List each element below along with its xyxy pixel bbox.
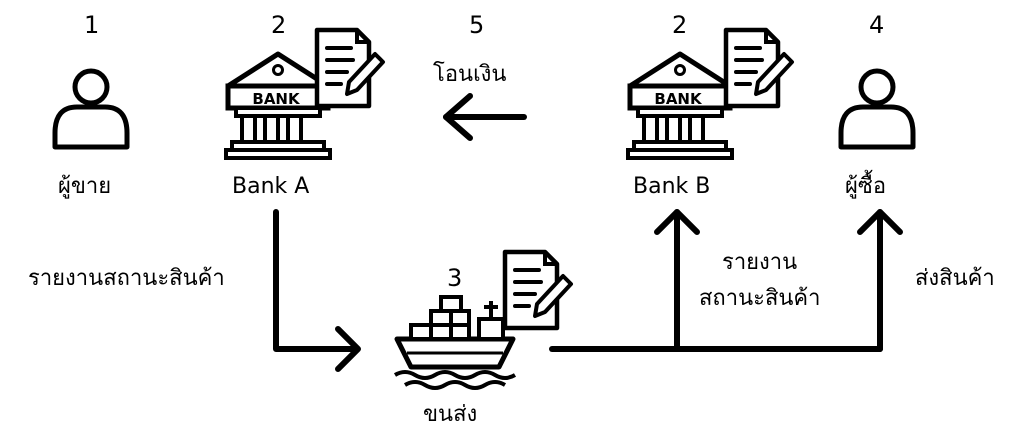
buyer-label: ผู้ซื้อ [845, 174, 887, 199]
step-number-bank-a: 2 [271, 11, 287, 39]
transfer-label: โอนเงิน [433, 62, 507, 87]
bank-a-sign: BANK [252, 90, 301, 108]
status-report-right-label-line1: รายงาน [722, 250, 798, 275]
bank-b-sign: BANK [654, 90, 703, 108]
step-number-buyer: 4 [869, 11, 885, 39]
buyer-person-icon [841, 71, 913, 147]
bank-b-document-icon [726, 30, 792, 106]
bank-a-bank-icon: BANK [226, 54, 330, 158]
step-number-seller: 1 [84, 11, 100, 39]
bank-b-label: Bank B [633, 174, 711, 199]
ship-distribution-arrow-icon [549, 209, 903, 352]
bank-a-document-icon [317, 30, 383, 106]
step-number-shipping: 3 [447, 264, 463, 292]
step-number-bank-b: 2 [672, 11, 688, 39]
bank-a-to-ship-arrow-icon [273, 209, 361, 372]
status-report-right-label-line2: สถานะสินค้า [699, 286, 821, 311]
shipping-label: ขนส่ง [423, 402, 478, 427]
step-number-payment: 5 [469, 11, 485, 39]
deliver-goods-label: ส่งสินค้า [915, 266, 995, 291]
transfer-arrow-icon [443, 93, 527, 141]
shipping-document-icon [505, 252, 571, 328]
seller-label: ผู้ขาย [58, 174, 112, 199]
bank-a-label: Bank A [232, 174, 310, 199]
seller-person-icon [55, 71, 127, 147]
bank-b-bank-icon: BANK [628, 54, 732, 158]
cargo-ship-icon [393, 295, 517, 390]
status-report-left-label: รายงานสถานะสินค้า [28, 266, 225, 291]
